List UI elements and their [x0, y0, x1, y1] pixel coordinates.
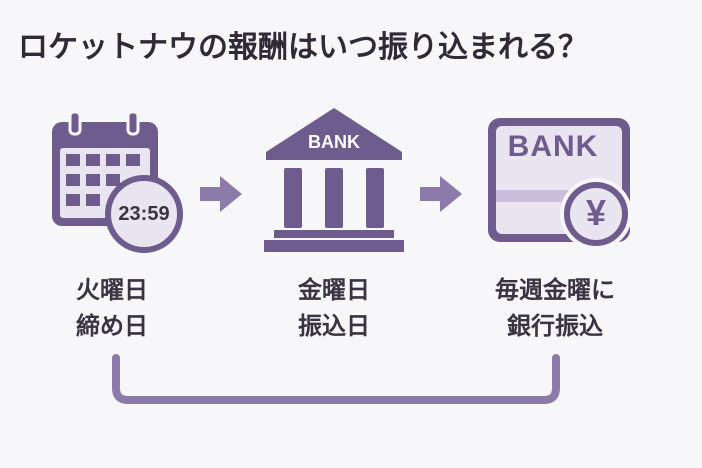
- step-day: 金曜日: [298, 276, 370, 304]
- step-caption: 銀行振込: [507, 312, 603, 340]
- step-day: 毎週金曜に: [495, 276, 615, 304]
- page-title: ロケットナウの報酬はいつ振り込まれる？: [18, 30, 588, 65]
- bank-sign-text: BANK: [308, 132, 360, 152]
- bank-building-icon: [262, 106, 406, 254]
- arrow-right-icon: [200, 174, 244, 218]
- arrow-right-icon: [420, 174, 464, 218]
- yen-coin-icon: ¥: [585, 192, 607, 233]
- bank-card-yen-icon: [484, 114, 644, 254]
- step-caption: 振込日: [298, 312, 370, 340]
- step-caption: 締め日: [76, 312, 148, 340]
- card-bank-text: BANK: [507, 130, 599, 163]
- step-day: 火曜日: [76, 276, 148, 304]
- step-label-closing: 火曜日 締め日: [48, 272, 176, 344]
- step-label-transfer: 金曜日 振込日: [270, 272, 398, 344]
- calendar-clock-icon: [48, 108, 188, 258]
- step-label-weekly: 毎週金曜に 銀行振込: [480, 272, 630, 344]
- clock-time: 23:59: [118, 203, 170, 225]
